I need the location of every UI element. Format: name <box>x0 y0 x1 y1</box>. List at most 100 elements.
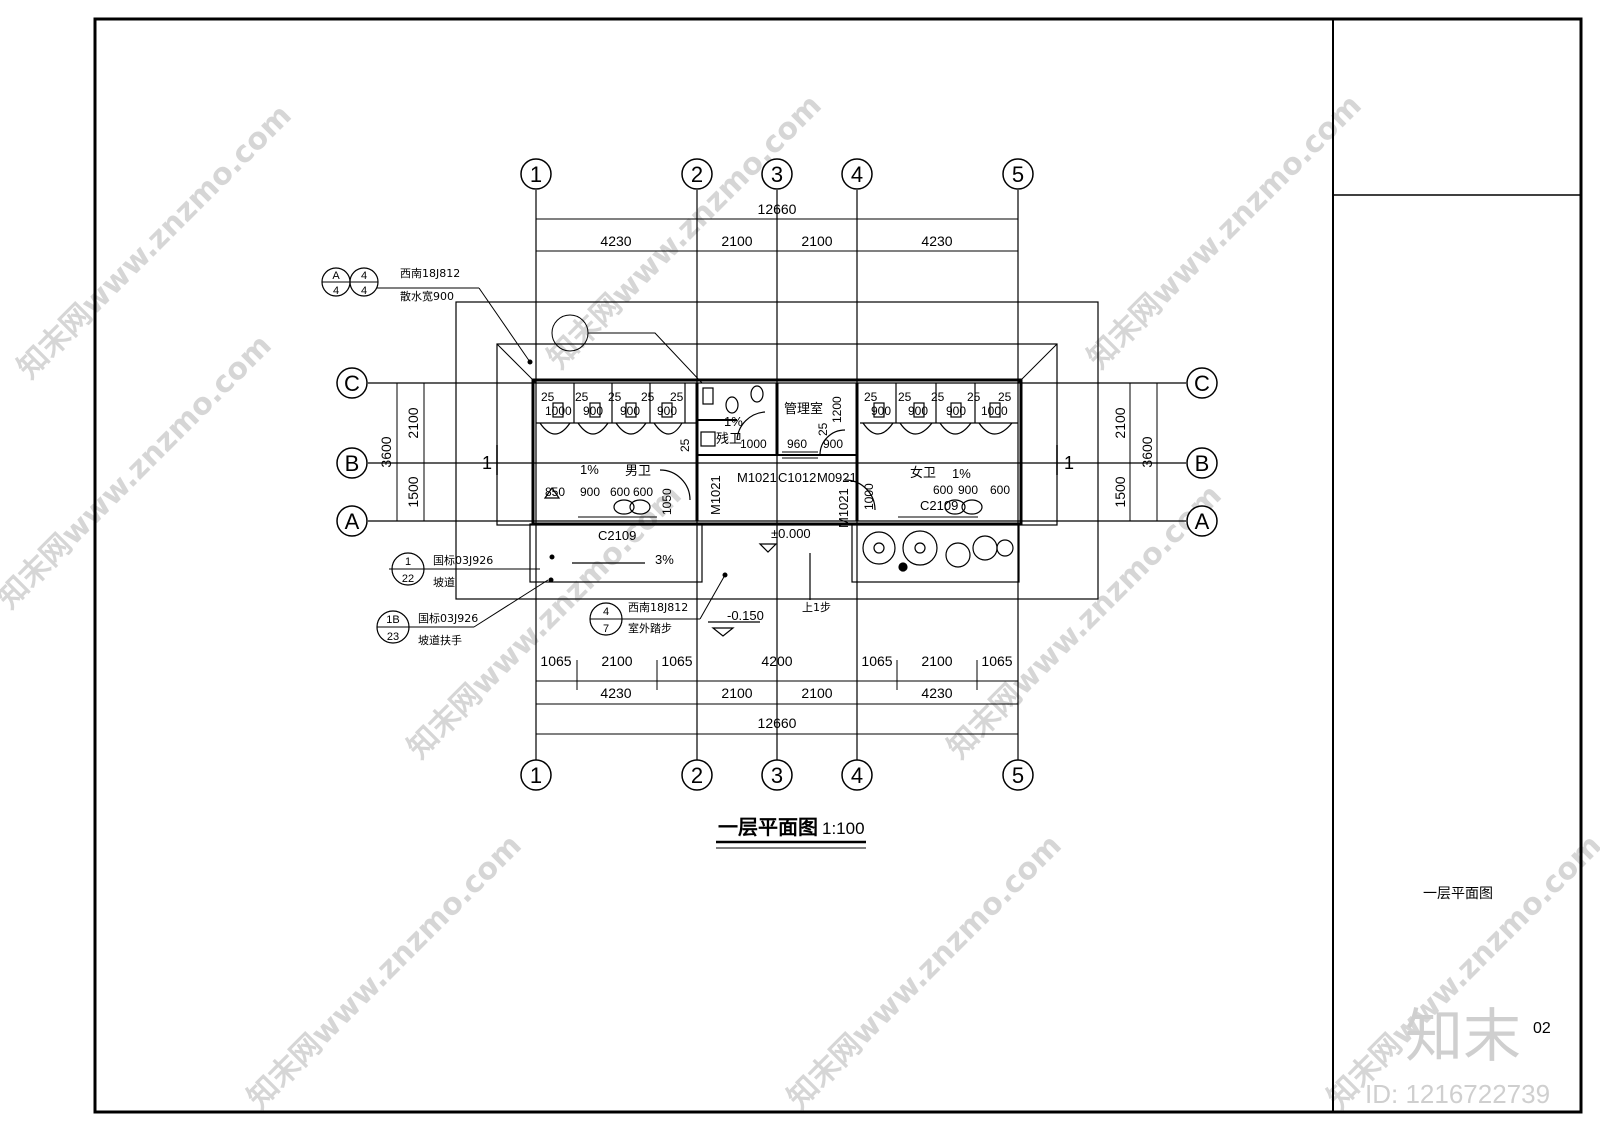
stall-dim: 25 <box>670 390 684 404</box>
stall-dim: 600 <box>610 485 630 499</box>
stall-dim: 600 <box>933 483 953 497</box>
slope-label: 1% <box>724 414 743 429</box>
stall-dim: 900 <box>620 404 640 418</box>
dim-opening-bottom: 2100 <box>921 653 952 669</box>
door-label: M0921 <box>817 470 857 485</box>
callout-notes: 西南18J812 散水宽900 国标03J926 坡道 国标03J926 坡道扶… <box>400 267 688 647</box>
section-label: 1 <box>482 453 492 473</box>
step-label: 上1步 <box>802 601 831 614</box>
stall-dim: 900 <box>946 404 966 418</box>
stall-dim: 1050 <box>660 488 674 515</box>
elevation-floor: ±0.000 <box>771 526 811 541</box>
stall-dim: 25 <box>967 390 981 404</box>
toilet-stalls <box>536 383 1018 515</box>
drawing-scale: 1:100 <box>822 819 865 838</box>
axis-label-2: 2 <box>691 763 703 788</box>
slope-label: 3% <box>655 552 674 567</box>
stall-dim: 1000 <box>545 404 572 418</box>
stall-dim: 600 <box>990 483 1010 497</box>
stall-dim: 900 <box>580 485 600 499</box>
watermark: 知末网www.znzmo.com <box>1081 88 1369 376</box>
dim-bay-top: 2100 <box>721 233 752 249</box>
stall-dim: 900 <box>657 404 677 418</box>
stall-dim: 1000 <box>981 404 1008 418</box>
callout-note: 国标03J926 <box>433 553 493 567</box>
window-label: C2109 <box>920 498 958 513</box>
watermark: 知末网www.znzmo.com <box>1321 828 1600 1116</box>
stall-dim: 600 <box>633 485 653 499</box>
misc-dim: 1000 <box>740 437 767 451</box>
room-manager: 管理室 <box>784 401 823 417</box>
axis-label-a: A <box>1195 509 1210 534</box>
building-outline <box>455 301 1099 600</box>
misc-dim: 25 <box>678 438 692 452</box>
callout-ref: 1B <box>386 614 399 626</box>
dim-opening-bottom: 4200 <box>761 653 792 669</box>
dim-total-bottom: 12660 <box>758 715 797 731</box>
drawing-title: 一层平面图 <box>718 815 818 839</box>
callout-note: 西南18J812 <box>628 601 688 614</box>
dim-left: 3600 <box>378 436 394 467</box>
dim-left: 1500 <box>405 476 421 507</box>
callout-text: A 4 4 4 1 22 1B 23 4 7 <box>332 270 609 643</box>
callout-ref: 7 <box>603 623 609 635</box>
title-block-sheet-name: 一层平面图 <box>1423 886 1493 902</box>
callout-note: 坡道 <box>433 575 455 589</box>
axis-label-4: 4 <box>851 763 863 788</box>
axis-label-c: C <box>344 371 360 396</box>
dim-total-top: 12660 <box>758 201 797 217</box>
axis-label-3: 3 <box>771 162 783 187</box>
slope-label: 1% <box>952 466 971 481</box>
dim-bay-top: 2100 <box>801 233 832 249</box>
door-label: M1021 <box>836 488 851 528</box>
stall-dim: 25 <box>931 390 945 404</box>
steps-ramp <box>572 543 811 637</box>
opening-labels: M1021 C1012 M0921 M1021 M1021 C2109 C210… <box>580 414 971 623</box>
dim-opening-bottom: 1065 <box>540 653 571 669</box>
callout-note: 散水宽900 <box>400 289 454 303</box>
callout-ref: 4 <box>333 285 339 297</box>
planting <box>862 530 1014 572</box>
dim-opening-bottom: 2100 <box>601 653 632 669</box>
axis-label-1: 1 <box>530 763 542 788</box>
callout-note: 室外踏步 <box>628 621 672 635</box>
axis-label-b: B <box>345 451 360 476</box>
axis-label-5: 5 <box>1012 763 1024 788</box>
misc-dim: 960 <box>787 437 807 451</box>
brand-logo: 知末 <box>1405 1002 1521 1070</box>
stall-dim: 25 <box>998 390 1012 404</box>
dim-left: 2100 <box>405 407 421 438</box>
stall-dim: 900 <box>958 483 978 497</box>
watermark: 知末网www.znzmo.com <box>781 828 1069 1116</box>
callout-ref: 4 <box>361 270 367 282</box>
stall-dim: 900 <box>871 404 891 418</box>
stall-dims: 25 25 25 25 25 1000 900 900 900 850 900 … <box>541 390 1012 515</box>
callout-ref: 4 <box>361 285 367 297</box>
axis-labels: 1 2 3 4 5 1 2 3 4 5 C B A C B A <box>344 162 1210 788</box>
slope-label: 1% <box>580 462 599 477</box>
misc-dim: 1200 <box>830 396 844 423</box>
stall-dim: 25 <box>541 390 555 404</box>
section-label: 1 <box>1064 453 1074 473</box>
callout-ref: 22 <box>402 573 414 585</box>
door-label: C1012 <box>778 470 816 485</box>
room-accessible: 残卫 <box>716 432 742 447</box>
dimension-lines <box>396 218 1158 735</box>
room-labels: 男卫 女卫 管理室 残卫 <box>625 401 936 481</box>
dim-bay-bottom: 2100 <box>721 685 752 701</box>
watermark-layer: 知末网www.znzmo.com 知末网www.znzmo.com 知末网www… <box>0 88 1600 1116</box>
sheet-border <box>93 17 1583 1114</box>
dim-bay-bottom: 2100 <box>801 685 832 701</box>
dim-bay-bottom: 4230 <box>921 685 952 701</box>
dim-opening-bottom: 1065 <box>981 653 1012 669</box>
callout-note: 西南18J812 <box>400 267 460 280</box>
watermark: 知末网www.znzmo.com <box>241 828 529 1116</box>
room-women: 女卫 <box>910 465 936 481</box>
stall-dim: 900 <box>583 404 603 418</box>
callout-bubble-dividers <box>322 281 622 628</box>
stall-dim: 900 <box>908 404 928 418</box>
callout-ref: 23 <box>387 631 399 643</box>
callout-note: 国标03J926 <box>418 611 478 625</box>
windows <box>578 451 978 526</box>
